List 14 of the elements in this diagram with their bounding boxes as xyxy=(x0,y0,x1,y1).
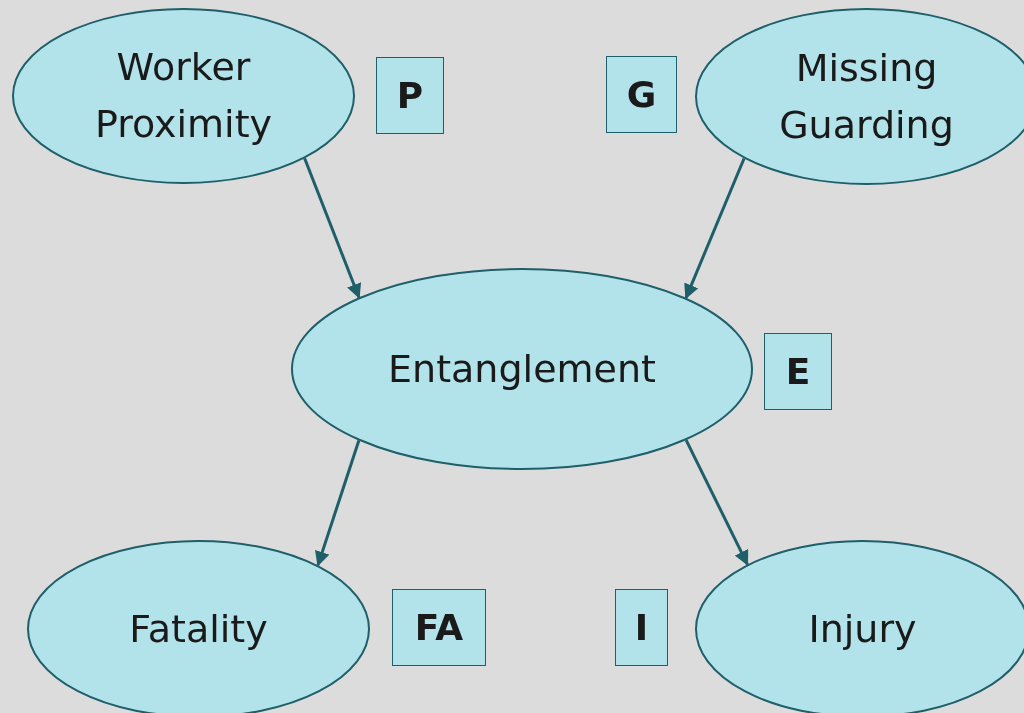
letter-tag: I xyxy=(615,589,668,666)
node-label: Missing Guarding xyxy=(778,44,955,149)
arrow xyxy=(303,157,362,299)
arrow xyxy=(684,439,749,566)
node-label: Fatality xyxy=(129,605,268,653)
arrow xyxy=(315,440,361,567)
letter-tag: FA xyxy=(392,589,486,666)
node-label: Worker Proximity xyxy=(93,44,274,148)
letter-tag: G xyxy=(606,56,677,133)
node-label: Injury xyxy=(808,605,917,653)
node-label: Entanglement xyxy=(388,345,656,393)
arrow xyxy=(684,157,746,300)
letter-tag: P xyxy=(376,57,444,134)
letter-tag: E xyxy=(764,333,832,410)
